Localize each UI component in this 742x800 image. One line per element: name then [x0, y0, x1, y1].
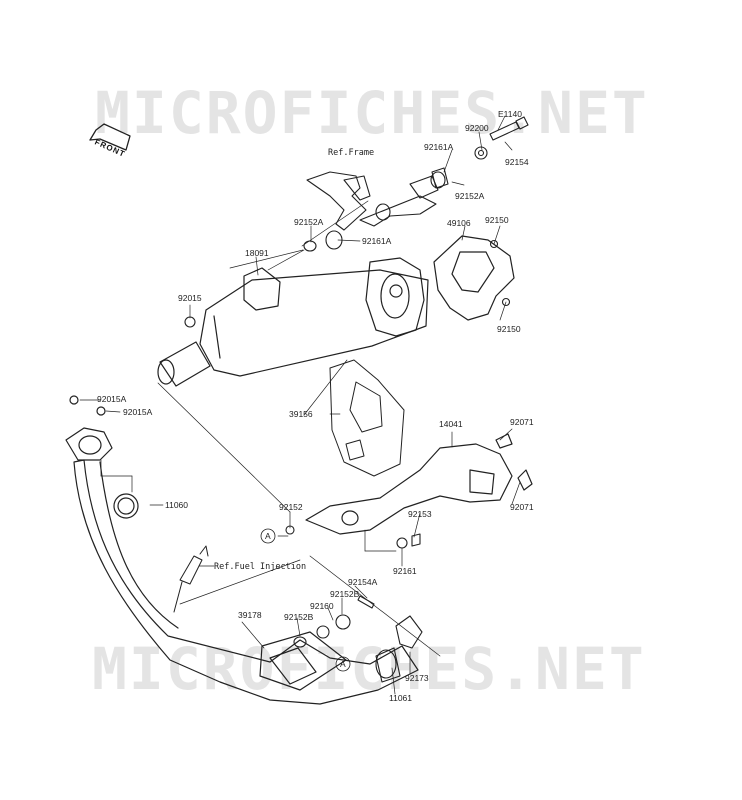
- lower-guard: [305, 433, 533, 535]
- part-label: 92200: [465, 123, 489, 133]
- part-label: 92152B: [330, 589, 360, 599]
- front-arrow-icon: [89, 123, 131, 151]
- part-label: 92154: [505, 157, 529, 167]
- part-label: 92015A: [123, 407, 153, 417]
- watermark-bottom: MICROFICHES.NET: [92, 635, 646, 703]
- frame-bracket: [306, 171, 439, 231]
- part-label: 92153: [408, 509, 432, 519]
- part-label: 92071: [510, 417, 534, 427]
- exhaust-pipe: [65, 395, 419, 705]
- part-label: 92152A: [455, 191, 485, 201]
- callout-a-left: A: [265, 531, 271, 541]
- part-label: 92015: [178, 293, 202, 303]
- part-label: 11060: [165, 500, 189, 510]
- ref-frame: Ref.Frame: [328, 148, 375, 158]
- part-label: 92154A: [348, 577, 378, 587]
- part-label: 11061: [389, 693, 413, 703]
- part-label: 39178: [238, 610, 262, 620]
- part-label: 49106: [447, 218, 471, 228]
- part-label: 92161A: [424, 142, 454, 152]
- callout-circles: [260, 528, 351, 672]
- mid-fasteners: [285, 525, 421, 549]
- part-label: 92150: [485, 215, 509, 225]
- watermark-top: MICROFICHES.NET: [95, 79, 649, 147]
- muffler: [157, 257, 429, 387]
- cover-panel: [329, 359, 405, 477]
- part-label: 18091: [245, 248, 269, 258]
- part-label: 92152: [279, 502, 303, 512]
- leader-lines: [79, 115, 521, 695]
- part-label: E1140: [498, 109, 522, 119]
- part-label: 92173: [405, 673, 429, 683]
- lower-clamp-parts: [293, 595, 423, 683]
- top-fasteners: [184, 116, 529, 328]
- part-label: 39156: [289, 409, 313, 419]
- callout-a-right: A: [340, 659, 346, 669]
- part-label: 92152A: [294, 217, 324, 227]
- part-label: 92152B: [284, 612, 314, 622]
- o2-sensor: [173, 545, 209, 613]
- heat-shield: [433, 235, 515, 321]
- part-label: 92161A: [362, 236, 392, 246]
- part-label: 92015A: [97, 394, 127, 404]
- part-label: 92150: [497, 324, 521, 334]
- part-label: 92071: [510, 502, 534, 512]
- part-label: 92160: [310, 601, 334, 611]
- part-label: 92161: [393, 566, 417, 576]
- ref-fuel-injection: Ref.Fuel Injection: [214, 562, 307, 572]
- part-label: 14041: [439, 419, 463, 429]
